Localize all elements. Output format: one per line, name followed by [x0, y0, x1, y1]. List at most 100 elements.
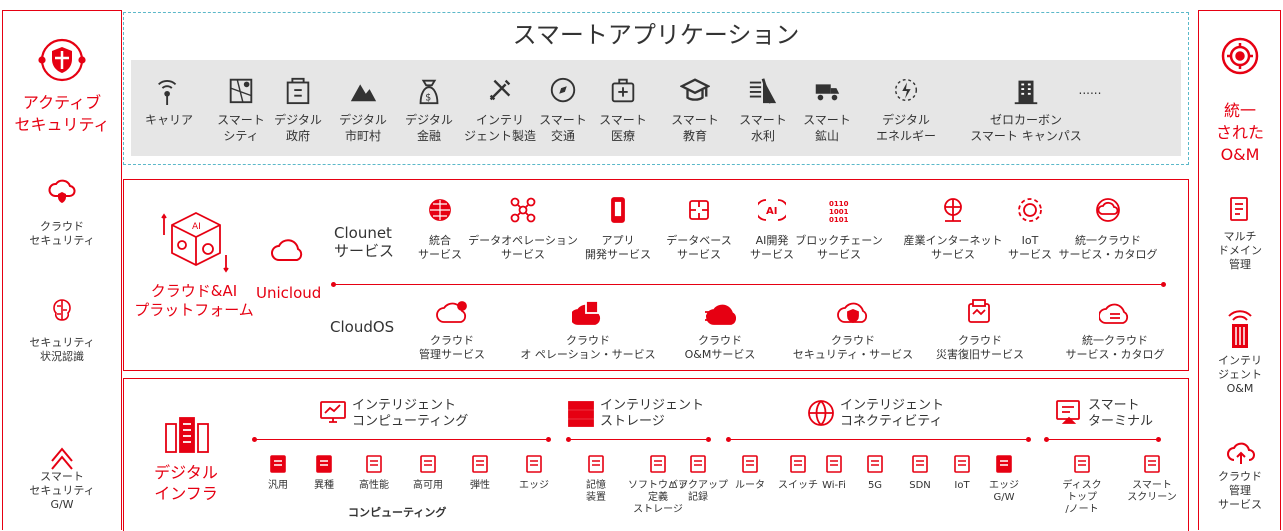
infra-item-icon: [524, 454, 544, 474]
energy-icon: [888, 72, 924, 108]
infra-item-icon: [314, 454, 334, 474]
infra-item-label: ルータ: [735, 480, 765, 491]
app-label-12: ゼロカーボン スマート キャンパス: [970, 113, 1082, 143]
infra-item-icon: [648, 454, 668, 474]
cloudos-service-label: クラウド 災害復旧サービス: [936, 334, 1024, 361]
mountain-icon: [345, 72, 381, 108]
cloud-security-label: クラウド セキュリティ: [29, 220, 95, 247]
app-label-9: スマート 水利: [739, 113, 787, 143]
left-sidebar: [2, 10, 122, 530]
terminal-icon: [1054, 398, 1084, 428]
cloud-divider: [333, 284, 1163, 285]
infra-item-label: スイッチ: [778, 480, 818, 491]
infra-item-label: SDN: [909, 480, 931, 491]
infra-group-title: インテリジェント コンピューティング: [352, 398, 469, 429]
water-icon: [745, 72, 781, 108]
clounet-service-label: IoT サービス: [1008, 234, 1052, 261]
cloud-list-icon: [1099, 298, 1131, 330]
shield-cross-icon: [36, 34, 88, 86]
infra-group-dot: [252, 437, 257, 442]
graduation-icon: [677, 72, 713, 108]
app-label-0: キャリア: [144, 113, 193, 127]
cloud-shield-icon: [48, 176, 76, 206]
active-security-label: アクティブ セキュリティ: [14, 93, 110, 134]
chevron-up-icon: [48, 443, 76, 471]
infra-group-line: [728, 439, 1028, 440]
infra-item-icon: [910, 454, 930, 474]
infra-item-icon: [994, 454, 1014, 474]
recovery-icon: [964, 298, 996, 330]
infra-group-dot: [1044, 437, 1049, 442]
infra-item-label: IoT: [954, 480, 970, 491]
app-label-7: スマート 医療: [599, 113, 647, 143]
app-label-11: デジタル エネルギー: [875, 113, 936, 143]
infra-item-icon: [586, 454, 606, 474]
clounet-service-label: 産業インターネット サービス: [903, 234, 1003, 261]
clounet-service-label: 統一クラウド サービス・カタログ: [1058, 234, 1158, 261]
infra-item-label: 汎用: [268, 480, 288, 491]
internet-icon: [939, 196, 967, 224]
infra-item-icon: [364, 454, 384, 474]
map-icon: [223, 72, 259, 108]
building-icon: [1008, 72, 1044, 108]
server-rack-icon: [164, 416, 210, 454]
cloud-fast-icon: [704, 298, 736, 330]
cloud-mgmt-label: クラウド 管理 サービス: [1218, 470, 1262, 511]
cloud-ai-platform-label: クラウド&AI プラットフォーム: [134, 282, 254, 319]
app-label-3: デジタル 市町村: [339, 113, 387, 143]
clounet-service-label: アプリ 開発サービス: [585, 234, 651, 261]
app-label-1: スマート シティ: [217, 113, 265, 143]
storage-icon: [566, 398, 596, 428]
infra-item-label: 異種: [314, 480, 334, 491]
infra-item-label: ディスク トップ /ノート: [1062, 480, 1102, 515]
infra-item-icon: [470, 454, 490, 474]
cloud-ai-panel: [123, 179, 1189, 371]
infra-item-icon: [788, 454, 808, 474]
situational-awareness-label: セキュリティ 状況認識: [29, 336, 95, 363]
document-icon: [1228, 196, 1250, 222]
smart-apps-bg: [131, 60, 1181, 156]
infra-item-icon: [824, 454, 844, 474]
clounet-service-label: ブロックチェーン サービス: [795, 234, 883, 261]
government-icon: [280, 72, 316, 108]
divider-dot: [331, 282, 336, 287]
multi-domain-label: マルチ ドメイン 管理: [1218, 230, 1262, 271]
clounet-service-label: データベース サービス: [666, 234, 732, 261]
infra-item-icon: [418, 454, 438, 474]
infra-group-dot: [1156, 437, 1161, 442]
infra-group-line: [568, 439, 708, 440]
app-label-6: スマート 交通: [539, 113, 587, 143]
monitor-chart-icon: [318, 398, 348, 428]
globe-icon: [426, 196, 454, 224]
smart-apps-panel: [123, 12, 1189, 165]
infra-item-icon: [1142, 454, 1162, 474]
infra-item-icon: [268, 454, 288, 474]
cloudos-service-label: クラウド セキュリティ・サービス: [792, 334, 914, 361]
cloud-gear-icon: [436, 298, 468, 330]
cloudos-service-label: クラウド O&Mサービス: [684, 334, 756, 361]
tools-icon: [482, 72, 518, 108]
infra-item-label: 5G: [867, 480, 883, 491]
infra-group-title: スマート ターミナル: [1088, 398, 1154, 429]
cloudos-service-label: クラウド オ ペレーション・サービス: [520, 334, 656, 361]
brain-icon: [48, 296, 76, 326]
svg-text:$: $: [425, 92, 431, 103]
infra-item-label: ソフトウェア 定義 ストレージ: [628, 480, 688, 515]
infra-group-dot: [726, 437, 731, 442]
cloud-shield-icon: [837, 298, 869, 330]
right-sidebar: [1198, 10, 1281, 530]
digital-infra-label: デジタル インフラ: [154, 463, 218, 503]
app-label-5: インテリ ジェント製造: [463, 113, 536, 143]
svg-text:AI: AI: [766, 206, 777, 217]
svg-text:AI: AI: [192, 222, 201, 232]
divider-dot: [1161, 282, 1166, 287]
infra-group-dot: [706, 437, 711, 442]
infra-group-title: インテリジェント コネクティビティ: [840, 398, 945, 429]
cloud-upload-icon: [1226, 440, 1256, 466]
intelligent-om-label: インテリ ジェント O&M: [1218, 354, 1262, 395]
infra-item-label: 高性能: [359, 480, 389, 491]
server-wifi-icon: [1226, 306, 1254, 350]
ai-cube-icon: AI: [160, 205, 232, 277]
network-icon: [509, 196, 537, 224]
